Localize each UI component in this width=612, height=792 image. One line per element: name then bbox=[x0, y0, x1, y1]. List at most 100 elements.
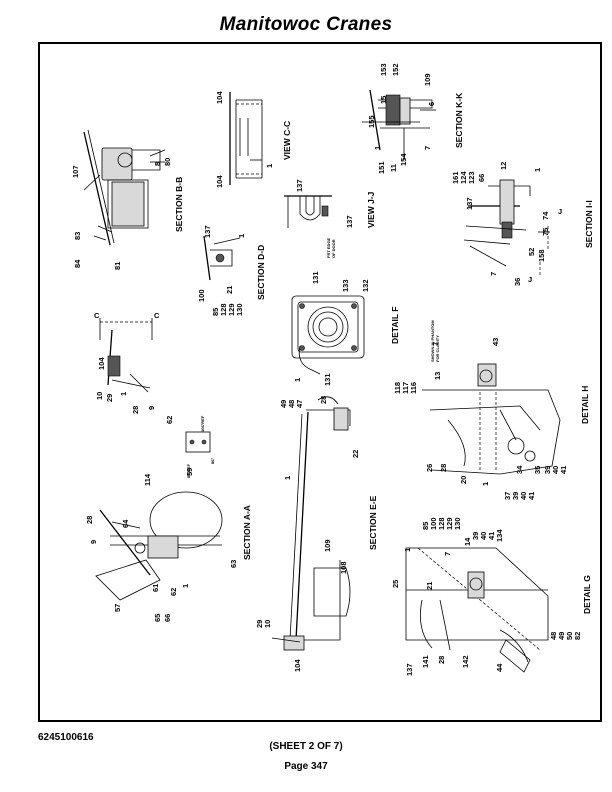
callout: 39 bbox=[471, 532, 480, 540]
section-label-e-e: SECTION E-E bbox=[368, 495, 378, 550]
callout: 29 bbox=[105, 394, 114, 402]
callout: 9 bbox=[147, 406, 156, 410]
callout: 62 bbox=[165, 416, 174, 424]
callout: 83 bbox=[73, 232, 82, 240]
callout: 75 bbox=[541, 228, 550, 236]
detail-f-drawing bbox=[291, 295, 365, 375]
callout: 40 bbox=[519, 492, 528, 500]
callout: 1 bbox=[373, 146, 382, 150]
callout: 1 bbox=[265, 164, 274, 168]
callout: 104 bbox=[97, 357, 106, 370]
callout: 7 bbox=[431, 342, 440, 346]
section-d-d-drawing bbox=[203, 235, 241, 281]
callout: 48 bbox=[549, 632, 558, 640]
callout: 1 bbox=[481, 482, 490, 486]
callout: 65 bbox=[153, 614, 162, 622]
callout: 28 bbox=[319, 396, 328, 404]
page-number: Page 347 bbox=[284, 761, 328, 772]
callout: 80 bbox=[163, 158, 172, 166]
cut-letter: C bbox=[94, 311, 100, 320]
callout: 39 bbox=[543, 466, 552, 474]
callout: 66 bbox=[163, 614, 172, 622]
section-label-d-d: SECTION D-D bbox=[256, 245, 266, 300]
callout: 50 bbox=[565, 632, 574, 640]
callout: 74 bbox=[541, 211, 550, 220]
section-label-j-j: VIEW J-J bbox=[366, 191, 376, 228]
callout: 128 bbox=[437, 517, 446, 530]
callout: 104 bbox=[215, 91, 224, 104]
callout: 151 bbox=[377, 161, 386, 174]
callout: 129 bbox=[445, 517, 454, 530]
callout: 130 bbox=[235, 303, 244, 316]
callout: 8 bbox=[153, 162, 162, 166]
callout: 22 bbox=[351, 450, 360, 458]
callout: 40 bbox=[479, 532, 488, 540]
callout: 15 bbox=[379, 96, 388, 104]
callout: 137 bbox=[405, 663, 414, 676]
section-e-e-drawing bbox=[271, 396, 351, 651]
callout: 104 bbox=[215, 175, 224, 188]
section-label-i-i: SECTION I-I bbox=[584, 200, 594, 248]
callout: 44 bbox=[495, 663, 504, 672]
callout: 25 bbox=[391, 580, 400, 588]
callout: 59 bbox=[185, 468, 194, 476]
callout: 81 bbox=[113, 262, 122, 270]
callout: 137 bbox=[465, 197, 474, 210]
section-label-b-b: SECTION B-B bbox=[174, 177, 184, 232]
section-label-c-c: VIEW C-C bbox=[282, 121, 292, 160]
callout: 137 bbox=[345, 215, 354, 228]
callout: 161 bbox=[451, 171, 460, 184]
callout: 13 bbox=[433, 372, 442, 380]
callout: 155 bbox=[367, 115, 376, 128]
callout: 116 bbox=[409, 382, 418, 394]
callout: 85 bbox=[421, 522, 430, 530]
callout: 109 bbox=[323, 539, 332, 552]
callout: 21 bbox=[225, 286, 234, 294]
note-phantom-1: SHOWN IN PHANTOM bbox=[430, 320, 435, 362]
callout: 10 bbox=[263, 620, 272, 628]
callout: 114 bbox=[143, 473, 152, 486]
callout: 34 bbox=[515, 465, 524, 474]
callout: 104 bbox=[293, 659, 302, 672]
callout: 49 bbox=[279, 400, 288, 408]
section-c-drawing bbox=[99, 318, 153, 393]
callout: 28 bbox=[439, 464, 448, 472]
callout: 118 bbox=[393, 382, 402, 394]
callout: 43 bbox=[491, 338, 500, 346]
section-i-i-drawing bbox=[463, 179, 550, 276]
section-a-a-drawing bbox=[95, 491, 223, 601]
callout: 129 bbox=[227, 303, 236, 316]
detail-g-drawing bbox=[405, 547, 549, 673]
callout: 142 bbox=[461, 655, 470, 668]
callout: 20 bbox=[459, 476, 468, 484]
callout: 9 bbox=[89, 540, 98, 544]
cut-letter: C bbox=[154, 311, 160, 320]
callout: 141 bbox=[421, 655, 430, 668]
callout: 153 bbox=[379, 63, 388, 76]
section-label-g: DETAIL G bbox=[582, 575, 592, 614]
callout: 14 bbox=[463, 537, 472, 546]
section-label-f: DETAIL F bbox=[390, 307, 400, 344]
note-frt-edge-1: FRT EDGE bbox=[326, 237, 331, 258]
callout: 137 bbox=[203, 225, 212, 238]
ref-bracket-drawing bbox=[185, 431, 211, 453]
detail-h-drawing bbox=[422, 363, 561, 475]
callout: 100 bbox=[197, 289, 206, 302]
page-title: Manitowoc Cranes bbox=[219, 14, 393, 35]
callout: 1 bbox=[119, 392, 128, 396]
callout: 84 bbox=[73, 259, 82, 268]
callout: 52 bbox=[527, 248, 536, 256]
cut-letter: J bbox=[528, 275, 532, 284]
note-phantom-2: FOR CLARITY bbox=[435, 335, 440, 362]
callout: 28 bbox=[85, 516, 94, 524]
callout: 49 bbox=[557, 632, 566, 640]
section-label-k-k: SECTION K-K bbox=[454, 92, 464, 148]
document-number: 6245100616 bbox=[38, 732, 94, 743]
callout: 6 bbox=[427, 102, 436, 106]
callout: 131 bbox=[323, 373, 332, 386]
callout: 128 bbox=[219, 303, 228, 316]
callout: 7 bbox=[489, 272, 498, 276]
view-j-j-drawing bbox=[284, 195, 332, 228]
note-frt-edge-2: OF DOOR bbox=[331, 239, 336, 258]
callout: 11 bbox=[389, 164, 398, 172]
